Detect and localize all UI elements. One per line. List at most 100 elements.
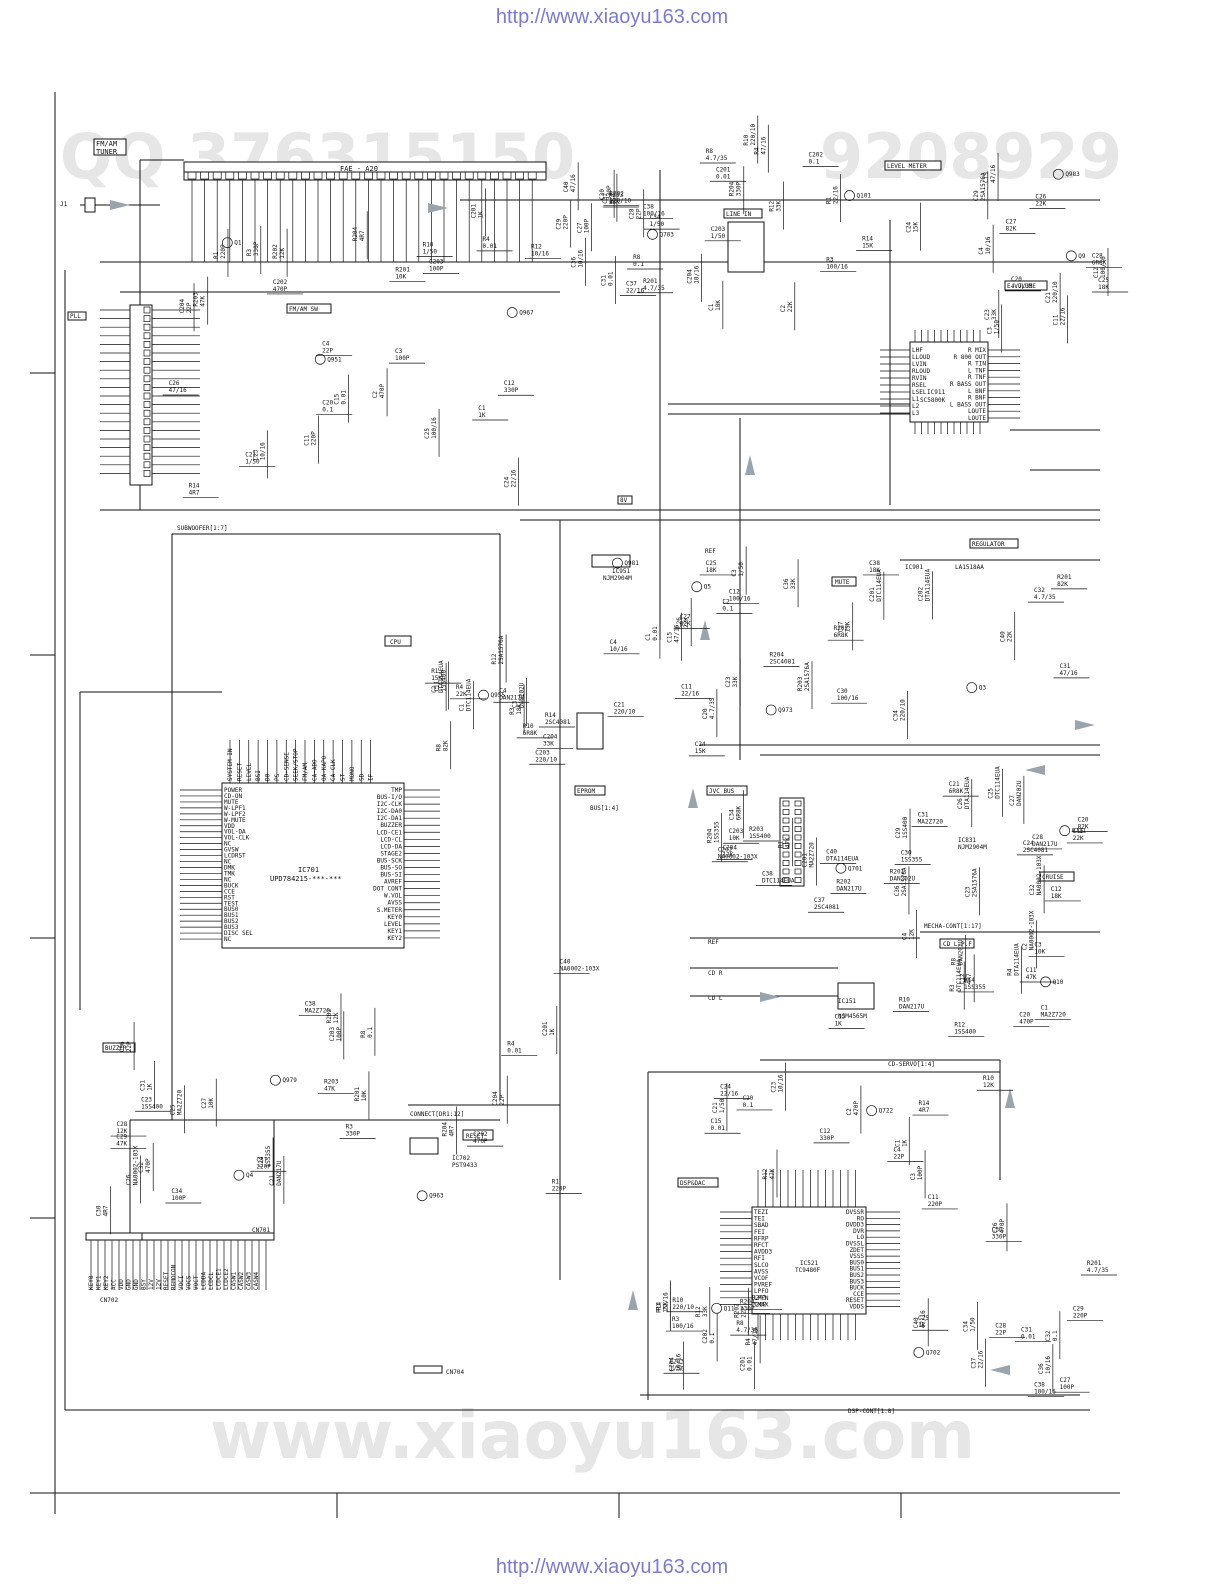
part-ref: C3: [987, 327, 994, 335]
tuner-part: FAE - A20: [340, 165, 378, 173]
part-ref: C203: [729, 828, 744, 835]
cpu-pin-top: SEEK/STOP: [293, 748, 300, 781]
cruise-label: CRUISE: [1042, 874, 1064, 881]
cpu-pin-right: I2C-DA1: [377, 815, 403, 822]
header-url[interactable]: http://www.xiaoyu163.com: [495, 6, 729, 28]
part-value: 47/16: [169, 387, 187, 394]
part-ref: R10: [523, 723, 534, 730]
part-ref: R204: [729, 181, 736, 196]
buzzer-label: BUZZER: [105, 1045, 127, 1052]
part-value: 220/10: [750, 124, 757, 146]
part-value: NA0002-103X: [1029, 910, 1036, 950]
dsp-pin-right: VDDS: [850, 1304, 865, 1311]
part-value: 1SS355: [901, 856, 923, 863]
part-value: 6R8K: [949, 788, 964, 795]
evol-pin-left: LSEL: [912, 389, 927, 396]
part-ref: C2: [722, 598, 730, 605]
transistor-ref: Q9: [1078, 253, 1086, 260]
part-value: 4.7/35: [706, 155, 728, 162]
part-ref: C37: [814, 897, 825, 904]
cpu-pin-left: POWER: [224, 787, 242, 794]
cd-r-label: CD R: [708, 970, 723, 977]
part-value: MA2Z720: [177, 1090, 184, 1116]
part-value: 1K: [901, 1139, 908, 1147]
part-ref: C25: [988, 788, 995, 799]
tuner-section: FM/AM TUNER FAE - A20 J1 PLL FM/AM SW 8V: [60, 138, 1100, 511]
part-ref: R1: [825, 197, 832, 205]
part-ref: C204: [179, 298, 186, 313]
arrow-9: [990, 1365, 1010, 1375]
part-ref: C15: [333, 393, 340, 404]
part-ref: C36: [119, 1041, 126, 1052]
part-value: 10/16: [531, 251, 549, 258]
part-ref: C204: [492, 1091, 499, 1106]
bus-cd-servo: CD-SERVO[1:4]: [888, 1061, 935, 1068]
part-ref: C20: [1011, 276, 1022, 283]
part-ref: C30: [992, 1226, 1003, 1233]
part-value: 33K: [702, 1306, 709, 1317]
part-value: DTC114EUA: [995, 766, 1002, 799]
part-value: 4R7: [449, 1125, 456, 1136]
part-value: 220/10: [609, 198, 631, 205]
part-ref: C34: [728, 809, 735, 820]
reset-part: PST9433: [452, 1162, 478, 1169]
part-value: 82K: [1078, 823, 1089, 830]
part-value: 0.1: [367, 1027, 374, 1038]
part-value: 470P: [145, 1158, 152, 1173]
part-ref: C28: [995, 1323, 1006, 1330]
part-value: 6R8K: [523, 730, 538, 737]
part-ref: C38: [869, 560, 880, 567]
cd-lpf-label: CD L.P.F: [943, 941, 972, 948]
part-ref: C27: [1060, 1377, 1071, 1384]
part-value: NA0002-103X: [1036, 855, 1043, 895]
transistor-ref: Q979: [282, 1077, 297, 1084]
key-net-label: VOCS: [186, 1275, 193, 1290]
part-value: DTC114EUA: [762, 877, 795, 884]
cpu-pin-top: CD-SENSE: [283, 752, 290, 781]
cpu-pin-right: BUS-I/O: [377, 794, 403, 801]
part-value: 33K: [543, 740, 554, 747]
evol-ic: IC911: [927, 389, 945, 396]
part-value: 1/50: [650, 221, 665, 228]
part-ref: R14: [862, 235, 873, 242]
part-value: 22P: [126, 1041, 133, 1052]
part-ref: R12: [531, 244, 542, 251]
part-value: DTA114EUA: [924, 568, 931, 601]
dsp-pin-right: BUCK: [850, 1285, 865, 1292]
part-value: 22P: [893, 1153, 904, 1160]
part-ref: C23: [141, 1096, 152, 1103]
reset-ic: IC702: [452, 1155, 470, 1162]
part-value: 1/50: [738, 562, 745, 577]
cpu-pin-top: SYSTEM-IN: [227, 748, 234, 781]
part-value: 470P: [999, 1218, 1006, 1233]
part-value: 470P: [473, 1138, 488, 1145]
part-value: 47K: [200, 295, 207, 306]
key-net-label: CASW2: [238, 1272, 245, 1290]
part-value: 1K: [478, 211, 485, 219]
dsp-pin-right: LO: [857, 1234, 865, 1241]
evol-pin-left: L3: [912, 410, 920, 417]
part-ref: R3: [672, 1316, 680, 1323]
bus-mecha: MECHA-CONT[1:17]: [924, 923, 982, 930]
part-value: 1/50: [969, 1317, 976, 1332]
part-ref: C24: [504, 476, 511, 487]
part-ref: C2: [780, 305, 787, 313]
part-ref: C1: [645, 633, 652, 641]
part-ref: C40: [560, 959, 571, 966]
part-value: 82K: [680, 620, 691, 627]
footer-url[interactable]: http://www.xiaoyu163.com: [495, 1556, 729, 1578]
part-ref: R8: [951, 958, 958, 966]
part-ref: R10: [983, 1075, 994, 1082]
regulator-label: REGULATOR: [972, 541, 1005, 548]
part-value: 47/16: [990, 164, 997, 182]
key-net-label: CASW3: [246, 1272, 253, 1290]
connector-j1: J1: [60, 201, 68, 208]
part-value: 47K: [1026, 974, 1037, 981]
cpu-pin-left: DMK: [224, 865, 235, 872]
part-value: 100P: [395, 355, 410, 362]
part-value: 220/10: [900, 699, 907, 721]
part-ref: C31: [918, 812, 929, 819]
part-value: 0.01: [507, 1047, 522, 1054]
part-value: 10K: [1034, 949, 1045, 956]
